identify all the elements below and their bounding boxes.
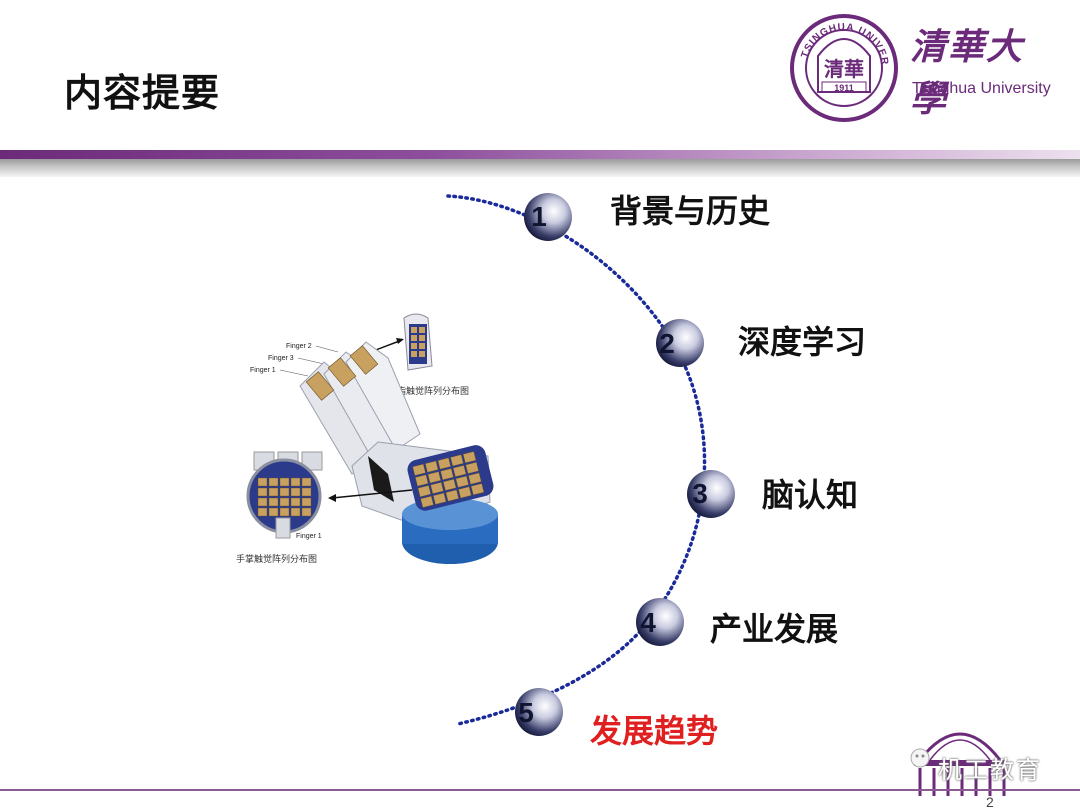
tsinghua-logo: 清華 1911 TSINGHUA UNIVERSITY 清華大學 Tsinghu… <box>784 4 1060 124</box>
finger-sensor-sample <box>403 313 433 371</box>
palm-sensor-inset: Finger 1 <box>246 451 323 540</box>
logo-english-name: Tsinghua University <box>912 80 1051 97</box>
robot-hand-tactile-figure: 手指触觉阵列分布图 Finger 2 Finger 3 Finger 1 <box>236 313 498 565</box>
agenda-bullet-1[interactable] <box>524 193 572 241</box>
header-shadow-bar <box>0 159 1080 177</box>
page-number: 2 <box>986 794 994 810</box>
agenda-number-5: 5 <box>518 697 534 728</box>
finger-3-label: Finger 3 <box>268 355 294 362</box>
svg-text:清華: 清華 <box>824 57 864 81</box>
svg-text:1911: 1911 <box>834 83 854 93</box>
agenda-item-brain-cognition[interactable]: 脑认知 <box>762 476 859 514</box>
agenda-item-industry-development[interactable]: 产业发展 <box>710 610 839 648</box>
robot-palm <box>351 441 498 564</box>
robot-fingers <box>299 341 421 475</box>
agenda-number-4: 4 <box>640 607 656 638</box>
agenda-bullet-3[interactable] <box>687 470 735 518</box>
agenda-bullet-5[interactable] <box>515 688 563 736</box>
agenda-number-1: 1 <box>531 201 547 232</box>
agenda-bullet-4[interactable] <box>636 598 684 646</box>
footer-line <box>0 789 1080 791</box>
agenda-number-2: 2 <box>659 328 675 359</box>
palm-array-caption: 手掌触觉阵列分布图 <box>236 553 317 565</box>
tsinghua-seal-icon: 清華 1911 TSINGHUA UNIVERSITY <box>784 4 898 122</box>
finger-1-label: Finger 1 <box>250 367 276 374</box>
slide-title: 内容提要 <box>64 71 221 115</box>
inset-finger-label: Finger 1 <box>296 533 322 540</box>
agenda-number-3: 3 <box>692 478 708 509</box>
building-watermark-icon <box>910 732 1006 796</box>
logo-chinese-name: 清華大學 <box>910 26 1025 120</box>
finger-2-label: Finger 2 <box>286 343 312 350</box>
finger-array-caption: 手指触觉阵列分布图 <box>388 385 469 397</box>
agenda-item-development-trends[interactable]: 发展趋势 <box>590 712 719 750</box>
header-accent-bar <box>0 150 1080 159</box>
watermark-text: 机工教育 <box>938 756 1042 784</box>
agenda-dotted-arc <box>446 194 707 726</box>
agenda-item-background-history[interactable]: 背景与历史 <box>610 192 771 230</box>
agenda-item-deep-learning[interactable]: 深度学习 <box>738 323 867 361</box>
agenda-bullet-2[interactable] <box>656 319 704 367</box>
palm-pointer-arrow <box>331 489 413 499</box>
